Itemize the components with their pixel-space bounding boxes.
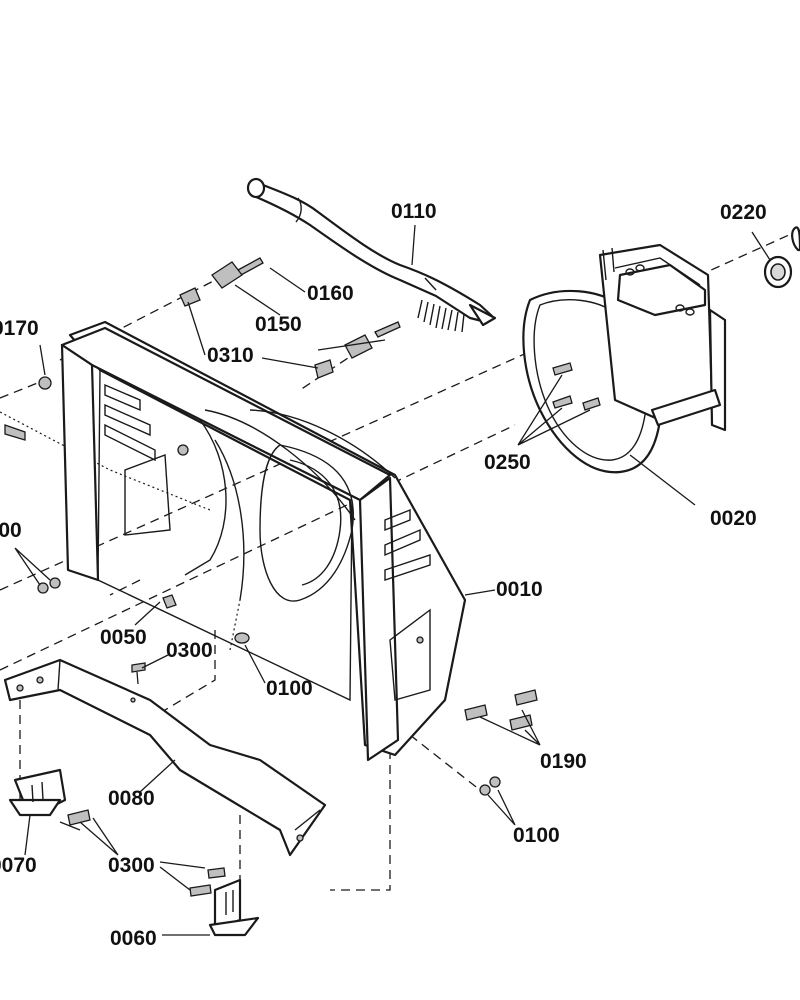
brush-bristles: [417, 299, 465, 333]
callout-0060: 0060: [110, 927, 157, 950]
callout-0220: 0220: [720, 201, 767, 224]
housing-slots: [104, 383, 431, 581]
callout-0100-lower: 0100: [513, 824, 560, 847]
callout-0110: 0110: [391, 200, 437, 223]
callout-0300-lower: 0300: [108, 854, 155, 877]
callout-0010: 0010: [496, 578, 543, 601]
callout-0190: 0190: [540, 750, 587, 773]
callout-0020: 0020: [710, 507, 757, 530]
hardware: [4, 257, 601, 897]
callout-0100-center: 0100: [266, 677, 313, 700]
callout-0310: 0310: [207, 344, 254, 367]
callout-0080: 0080: [108, 787, 155, 810]
skid-shoe-right: [208, 878, 260, 937]
skid-shoe-left: [8, 768, 67, 817]
scraper-bar: [3, 658, 327, 857]
callout-0250: 0250: [484, 451, 531, 474]
bearing: [763, 226, 800, 289]
callout-0150: 0150: [255, 313, 302, 336]
chute-housing: [522, 243, 727, 474]
leader-lines: [14, 224, 771, 936]
callout-0050: 0050: [100, 626, 147, 649]
callout-0300-upper: 0300: [166, 639, 213, 662]
bolt-icon: [211, 257, 401, 359]
callout-0160: 0160: [307, 282, 354, 305]
callout-0100-left: 0100: [0, 519, 22, 542]
main-housing: [60, 320, 467, 762]
drift-cutter-handle: [246, 177, 497, 333]
